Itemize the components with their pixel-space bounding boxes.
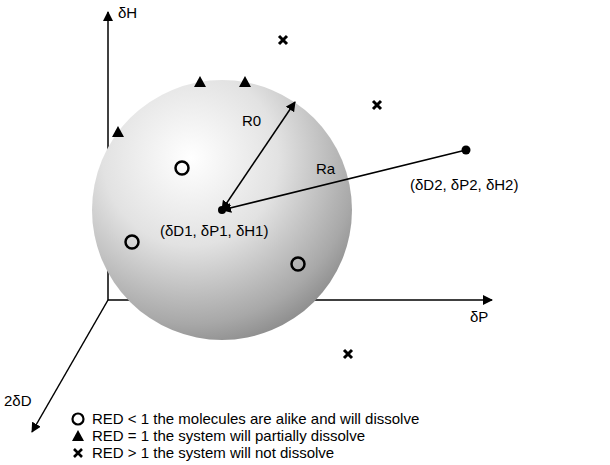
cross-marker	[279, 36, 287, 44]
axis-label: δP	[470, 308, 488, 325]
insoluble-markers	[279, 36, 381, 358]
radius-arrow	[222, 102, 295, 210]
triangle-marker	[112, 126, 124, 137]
distance-label: Ra	[316, 160, 335, 177]
legend-triangle-symbol	[72, 430, 84, 441]
axis-label: 2δD	[4, 392, 32, 409]
legend-cross-symbol	[74, 449, 82, 457]
circle-marker	[126, 236, 139, 249]
legend-text: RED < 1 the molecules are alike and will…	[92, 410, 419, 427]
dissolve-markers	[126, 162, 305, 271]
legend-circle-symbol	[73, 414, 84, 425]
coordinate-label: (δD1, δP1, δH1)	[160, 222, 268, 239]
radius-label: R0	[242, 112, 261, 129]
partial-markers	[112, 76, 251, 137]
triangle-marker	[239, 76, 251, 87]
center-point	[218, 206, 226, 214]
cross-marker	[344, 350, 352, 358]
legend-symbols	[72, 414, 84, 458]
axis-label: δH	[118, 4, 137, 21]
circle-marker	[292, 258, 305, 271]
coordinate-label: (δD2, δP2, δH2)	[410, 176, 518, 193]
cross-marker	[373, 101, 381, 109]
solubility-sphere	[92, 80, 352, 340]
triangle-marker	[194, 76, 206, 87]
solvent-point	[462, 146, 471, 155]
legend-text: RED > 1 the system will not dissolve	[92, 444, 334, 461]
legend-text: RED = 1 the system will partially dissol…	[92, 427, 365, 444]
circle-marker	[176, 162, 189, 175]
